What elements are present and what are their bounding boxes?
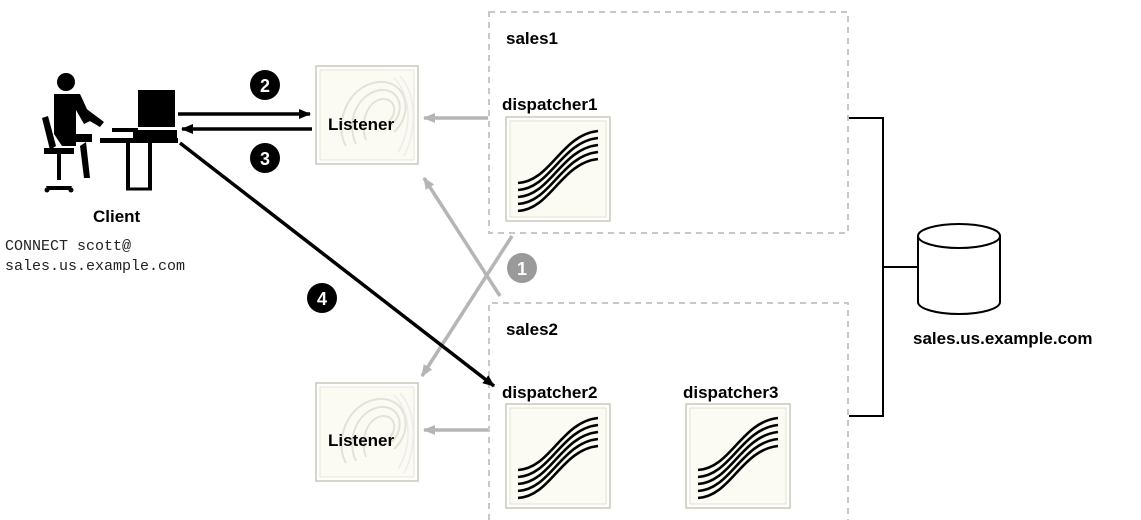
dispatcher1-label: dispatcher1: [502, 95, 597, 114]
sales2-label: sales2: [506, 320, 558, 339]
svg-text:2: 2: [260, 76, 270, 96]
connect-dispatcher-arrow: [178, 141, 496, 388]
listener-bottom-label: Listener: [328, 431, 395, 450]
cross-register-arrow-up: [422, 177, 502, 297]
step-2-badge: 2: [250, 70, 280, 100]
listener-top-label: Listener: [328, 115, 395, 134]
connect-command-line2: sales.us.example.com: [5, 258, 185, 275]
dispatcher1-icon: [504, 115, 612, 223]
dispatcher3-icon: [684, 402, 792, 510]
client-label: Client: [93, 207, 141, 226]
database-label: sales.us.example.com: [913, 329, 1093, 348]
step-4-badge: 4: [307, 283, 337, 313]
cross-register-arrow-down: [420, 235, 514, 377]
svg-text:3: 3: [260, 149, 270, 169]
dispatcher2-label: dispatcher2: [502, 383, 597, 402]
instance-bracket: [849, 117, 918, 417]
step-1-badge: 1: [507, 253, 537, 283]
sales1-instance-box: [488, 11, 849, 234]
svg-text:1: 1: [517, 259, 527, 279]
sales2-instance-box: [488, 302, 849, 520]
connect-command-line1: CONNECT scott@: [5, 238, 131, 255]
client-icon: [42, 73, 178, 193]
svg-text:4: 4: [317, 289, 327, 309]
step-3-badge: 3: [250, 143, 280, 173]
database-icon: [917, 223, 1001, 315]
dispatcher3-label: dispatcher3: [683, 383, 778, 402]
sales1-label: sales1: [506, 29, 558, 48]
dispatcher2-icon: [504, 402, 612, 510]
